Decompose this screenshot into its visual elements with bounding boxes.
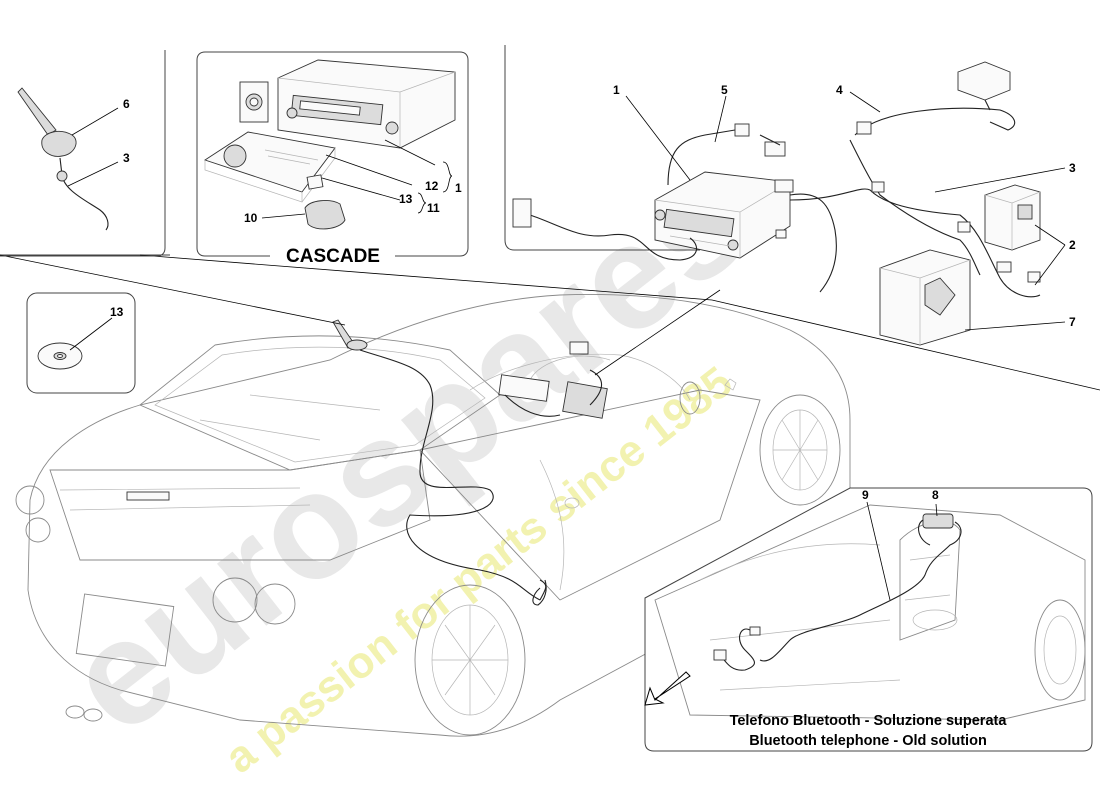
callout-11: 11 [427, 201, 440, 215]
radio-unit [654, 171, 791, 259]
antenna-mast [17, 87, 57, 136]
cascade-remote [304, 200, 346, 230]
callout-13-cd: 13 [110, 305, 124, 319]
leader-lines [0, 254, 1100, 391]
callout-3-antenna: 3 [123, 151, 130, 165]
callout-6: 6 [123, 97, 130, 111]
antenna-base [41, 130, 77, 157]
bluetooth-inset: 9 8 Telefono Bluetooth - Soluzione super… [644, 487, 1093, 752]
license-plate [75, 593, 175, 667]
cascade-inset: CASCADE 12 1 13 11 10 [196, 51, 469, 267]
callout-7: 7 [1069, 315, 1076, 329]
rear-light-right [254, 583, 296, 625]
bluetooth-module [922, 513, 954, 529]
callout-12: 12 [425, 179, 439, 193]
rear-wheel [414, 584, 526, 736]
callout-13-cascade: 13 [399, 192, 413, 206]
callout-9: 9 [862, 488, 869, 502]
connector-left [512, 198, 532, 228]
gps-module [957, 61, 1011, 101]
cascade-controller [239, 81, 269, 123]
installed-radio [498, 374, 550, 402]
cascade-title: CASCADE [286, 246, 380, 267]
callout-1-cascade: 1 [455, 181, 462, 195]
roof-antenna [332, 319, 356, 349]
control-module [984, 184, 1041, 251]
callout-2: 2 [1069, 238, 1076, 252]
bt-wheel [1034, 599, 1086, 701]
antenna-cable-harness [359, 349, 547, 601]
mirror [679, 381, 701, 415]
direction-arrow [644, 671, 691, 706]
radio-inset: 1 5 4 3 2 7 [504, 45, 1076, 346]
antenna-inset: 6 3 [0, 50, 166, 257]
callout-4: 4 [836, 83, 843, 97]
car-badge [126, 491, 170, 501]
callout-10: 10 [244, 211, 258, 225]
connector-4 [856, 121, 872, 135]
bluetooth-caption-english: Bluetooth telephone - Old solution [749, 733, 987, 749]
cd-inset: 13 [26, 292, 136, 394]
callout-1-radio: 1 [613, 83, 620, 97]
bluetooth-caption-italian: Telefono Bluetooth - Soluzione superata [730, 713, 1008, 729]
rear-light-left [212, 577, 258, 623]
installed-parts [332, 319, 608, 606]
callout-5: 5 [721, 83, 728, 97]
callout-3-radio: 3 [1069, 161, 1076, 175]
front-wheel [759, 394, 841, 506]
callout-8: 8 [932, 488, 939, 502]
